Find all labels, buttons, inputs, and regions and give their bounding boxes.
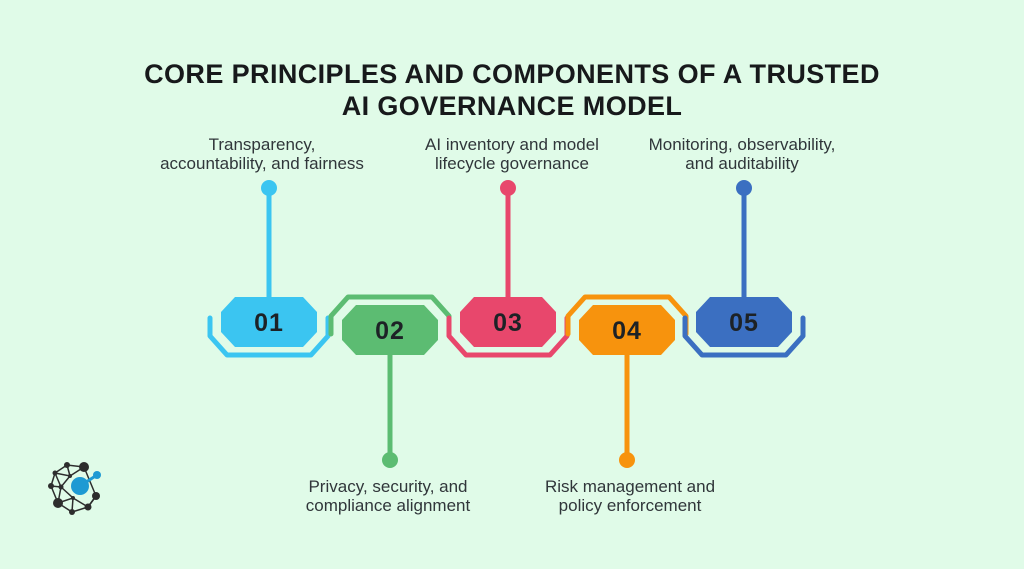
connector-dot-02 [382, 452, 398, 468]
page-title-line1: CORE PRINCIPLES AND COMPONENTS OF A TRUS… [144, 59, 880, 89]
badge-octagon-01 [221, 297, 317, 347]
network-graph-logo-icon [48, 462, 101, 515]
step-badge-05: 05 [682, 180, 806, 358]
step-number-01: 01 [254, 309, 284, 337]
connector-dot-04 [619, 452, 635, 468]
step-badge-02: 02 [328, 294, 452, 468]
step-badge-03: 03 [446, 180, 570, 358]
step-label-03: AI inventory and model lifecycle governa… [425, 135, 599, 173]
connector-dot-05 [736, 180, 752, 196]
badge-octagon-03 [460, 297, 556, 347]
connector-dot-03 [500, 180, 516, 196]
badge-octagon-05 [696, 297, 792, 347]
step-number-02: 02 [375, 317, 405, 345]
step-label-02: Privacy, security, and compliance alignm… [305, 477, 471, 515]
page-title-line2: AI GOVERNANCE MODEL [341, 91, 683, 121]
badge-octagon-02 [342, 305, 438, 355]
step-number-03: 03 [493, 309, 523, 337]
step-label-04: Risk management and policy enforcement [544, 477, 716, 515]
step-badge-01: 01 [207, 180, 331, 358]
page-title: CORE PRINCIPLES AND COMPONENTS OF A TRUS… [0, 58, 1024, 122]
step-label-05: Monitoring, observability, and auditabil… [648, 135, 836, 173]
badge-outline-01 [207, 315, 331, 358]
badge-octagon-04 [579, 305, 675, 355]
connector-dot-01 [261, 180, 277, 196]
step-number-05: 05 [729, 309, 759, 337]
step-badge-04: 04 [565, 294, 689, 468]
badge-outline-05 [682, 315, 806, 358]
step-label-01: Transparency, accountability, and fairne… [160, 135, 364, 173]
step-number-04: 04 [612, 317, 642, 345]
